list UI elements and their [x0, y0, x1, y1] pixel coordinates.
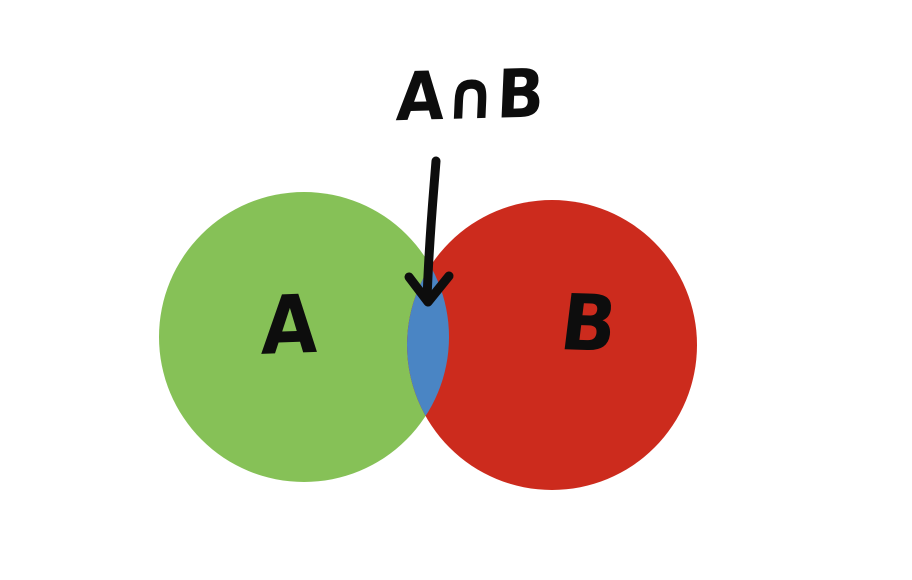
set-b-circle	[407, 200, 697, 490]
set-b-label: B	[555, 276, 622, 370]
set-a-circle	[159, 192, 449, 482]
arrow-head	[404, 271, 454, 307]
set-a-label: A	[260, 276, 319, 374]
intersection-label: A∩B	[394, 53, 547, 137]
annotation-arrow	[404, 156, 454, 307]
arrow-shaft	[422, 156, 441, 305]
